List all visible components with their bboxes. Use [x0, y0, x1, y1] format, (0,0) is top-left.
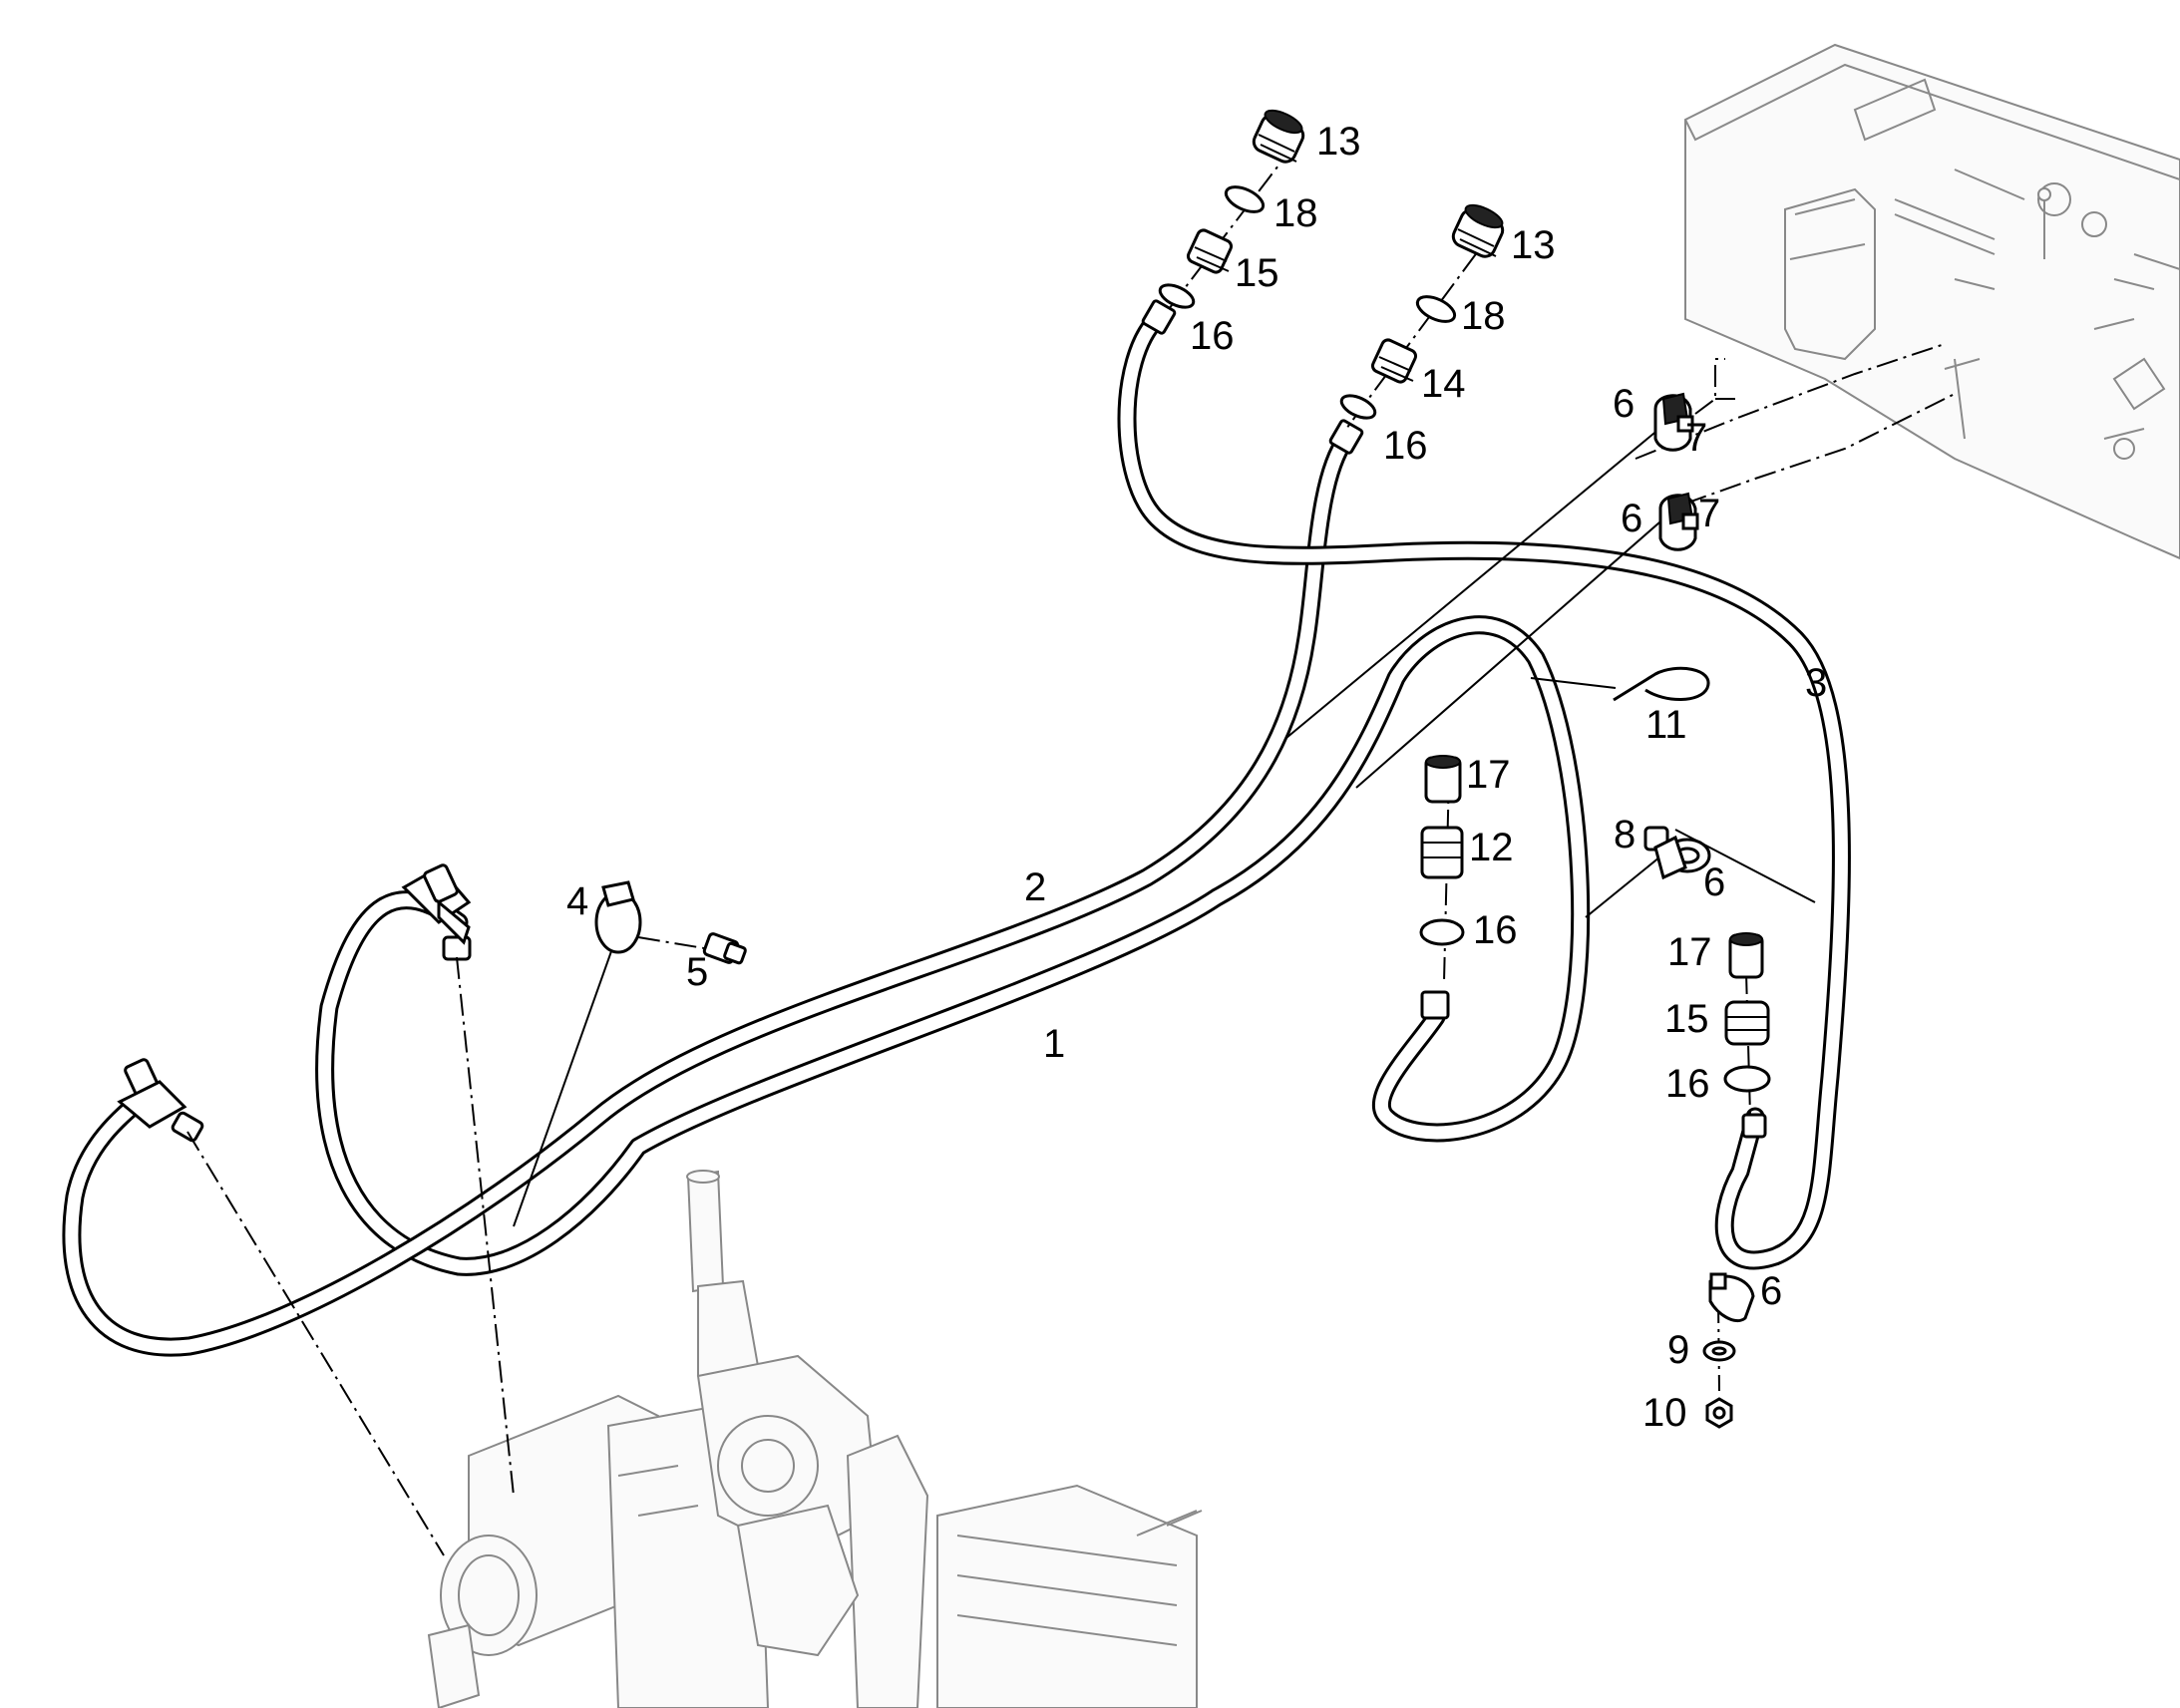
callout-11: 11 [1645, 703, 1687, 747]
callout-16b: 16 [1383, 424, 1428, 468]
callout-7b: 7 [1698, 492, 1720, 535]
part-13-plug-b [1451, 203, 1505, 258]
part-6-7-clamp-lower [1658, 492, 1699, 551]
part-16-oring-d [1723, 1065, 1771, 1093]
part-16-oring-c [1419, 918, 1465, 946]
callouts: 1 2 3 4 5 6 7 6 7 11 17 12 16 8 6 17 15 … [566, 120, 1827, 1435]
hose-1 [315, 615, 1591, 1276]
callout-16a: 16 [1190, 314, 1235, 358]
part-10-nut [1705, 1397, 1733, 1429]
callout-6b: 6 [1621, 497, 1642, 540]
engine-assembly [427, 1170, 1203, 1708]
callout-13b: 13 [1511, 223, 1556, 267]
part-11-cable-tie [1613, 666, 1710, 702]
callout-16d: 16 [1665, 1062, 1710, 1106]
callout-4: 4 [566, 879, 588, 923]
callout-18a: 18 [1273, 191, 1318, 235]
part-16-oring-a [1158, 283, 1196, 309]
callout-6a: 6 [1613, 382, 1635, 426]
callout-14: 14 [1421, 362, 1466, 406]
callout-10: 10 [1642, 1391, 1687, 1435]
leader-lines [513, 398, 1816, 1227]
part-5-bolt [702, 932, 747, 965]
callout-17a: 17 [1466, 753, 1511, 797]
hose-end-fittings [117, 299, 1767, 1143]
callout-5: 5 [686, 950, 708, 994]
part-15-fitting-a [1186, 228, 1234, 274]
part-17-plug-b [1728, 932, 1764, 979]
callout-6c: 6 [1703, 860, 1725, 904]
part-16-oring-b [1339, 394, 1377, 420]
callout-13a: 13 [1316, 120, 1361, 164]
part-9-washer [1702, 1340, 1736, 1362]
part-18-ring-a [1224, 185, 1266, 213]
part-17-plug-a [1424, 755, 1462, 804]
callout-15b: 15 [1664, 997, 1709, 1041]
part-18-ring-b [1415, 295, 1457, 323]
callout-3: 3 [1805, 661, 1827, 705]
part-4-clamp [594, 880, 642, 954]
part-14-fitting [1370, 338, 1418, 384]
hydraulic-tank-assembly [1684, 43, 2180, 560]
callout-9: 9 [1667, 1328, 1689, 1372]
callout-16c: 16 [1473, 908, 1518, 952]
part-8-6-clamp-pair [1643, 826, 1711, 880]
part-6-7-clamp-upper [1653, 392, 1694, 452]
hose-3 [1117, 309, 1851, 1270]
callout-7a: 7 [1685, 416, 1707, 460]
callout-18b: 18 [1461, 294, 1506, 338]
part-15-fitting-b [1724, 1000, 1770, 1046]
callout-12: 12 [1469, 826, 1514, 869]
callout-15a: 15 [1235, 251, 1279, 295]
part-12-adapter [1420, 826, 1464, 879]
callout-8: 8 [1614, 813, 1635, 856]
callout-1: 1 [1043, 1022, 1065, 1066]
callout-2: 2 [1024, 865, 1046, 909]
callout-6d: 6 [1760, 1269, 1782, 1313]
hose-2 [62, 429, 1356, 1357]
callout-17b: 17 [1667, 930, 1712, 974]
part-13-plug-a [1252, 109, 1305, 164]
part-6-clamp-bottom [1708, 1272, 1755, 1323]
